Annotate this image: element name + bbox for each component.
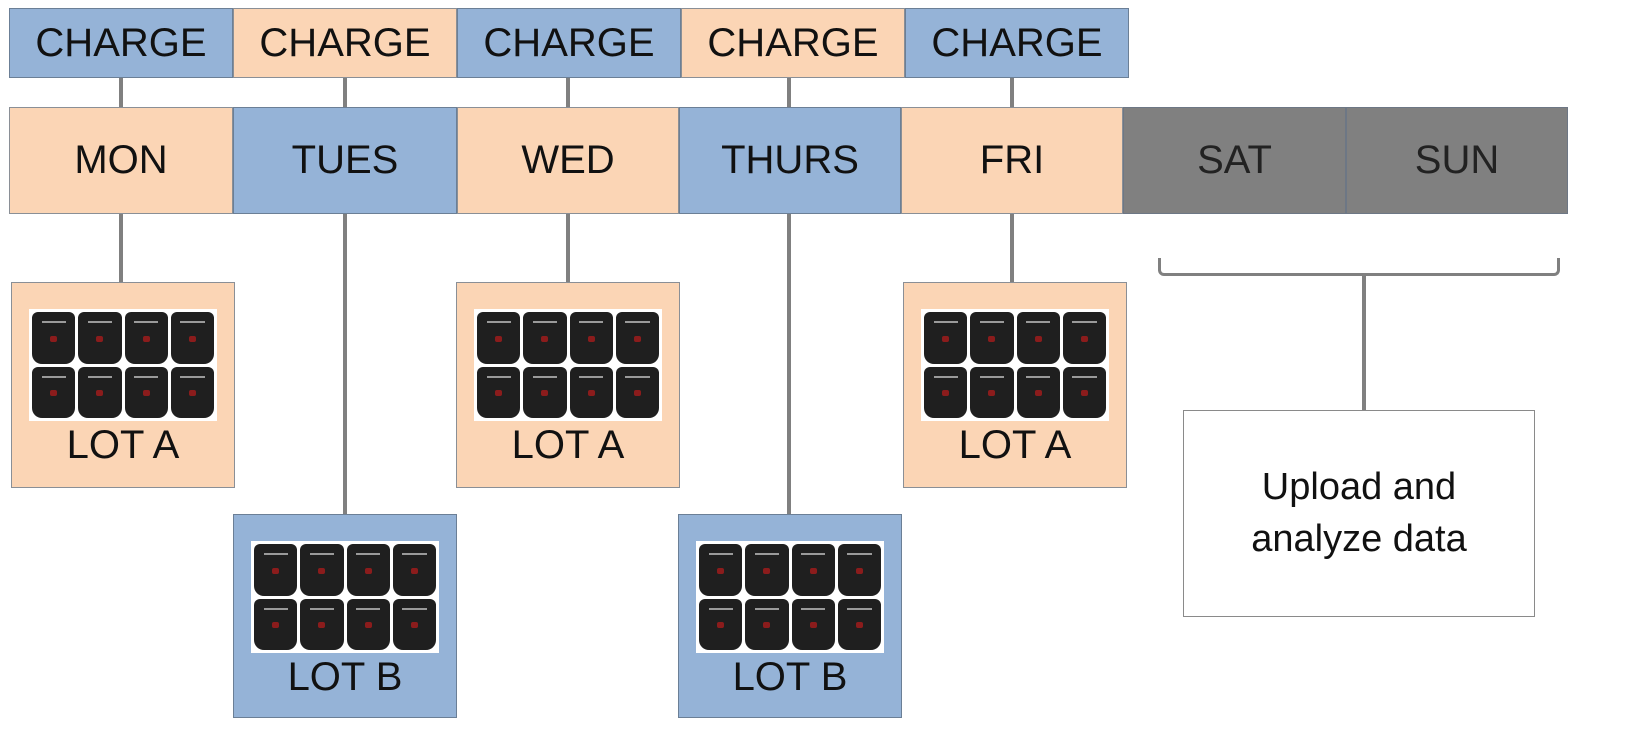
charge-box-wed: CHARGE [457,8,681,78]
lot-label: LOT A [66,423,180,467]
device-icon [124,312,168,364]
device-icon [346,598,390,650]
device-icon [78,312,122,364]
device-icon [170,312,214,364]
device-icon [254,544,298,596]
device-grid [921,309,1109,421]
device-icon [837,598,881,650]
connector-line [787,78,791,107]
device-icon [254,598,298,650]
lot-box-tues: LOT B [233,514,457,718]
day-box-sun: SUN [1346,107,1568,214]
device-icon [1016,312,1060,364]
device-icon [32,312,76,364]
weekend-task-line-2: analyze data [1251,517,1467,560]
connector-line [566,214,570,282]
lot-box-fri: LOT A [903,282,1127,488]
day-box-sat: SAT [1123,107,1346,214]
day-box-wed: WED [457,107,679,214]
day-box-tues: TUES [233,107,457,214]
device-icon [924,312,968,364]
device-icon [477,366,521,418]
lot-label: LOT B [732,655,848,699]
device-icon [477,312,521,364]
device-grid [29,309,217,421]
device-icon [970,312,1014,364]
device-icon [745,544,789,596]
device-icon [346,544,390,596]
connector-line [119,78,123,107]
device-icon [392,544,436,596]
lot-box-wed: LOT A [456,282,680,488]
connector-line [343,78,347,107]
lot-box-thurs: LOT B [678,514,902,718]
charge-box-thurs: CHARGE [681,8,905,78]
lot-label: LOT B [287,655,403,699]
device-icon [300,544,344,596]
lot-label: LOT A [511,423,625,467]
lot-label: LOT A [958,423,1072,467]
day-box-thurs: THURS [679,107,901,214]
connector-line [119,214,123,282]
device-grid [474,309,662,421]
charge-box-tues: CHARGE [233,8,457,78]
connector-line [566,78,570,107]
device-icon [1062,366,1106,418]
device-icon [745,598,789,650]
device-icon [523,366,567,418]
connector-line [1010,78,1014,107]
device-icon [699,598,743,650]
connector-line [1010,214,1014,282]
device-icon [837,544,881,596]
device-icon [78,366,122,418]
weekend-task-box: Upload and analyze data [1183,410,1535,617]
device-icon [970,366,1014,418]
device-icon [392,598,436,650]
device-icon [170,366,214,418]
device-icon [1016,366,1060,418]
device-grid [696,541,884,653]
device-icon [300,598,344,650]
weekend-task-line-1: Upload and [1261,466,1457,509]
device-icon [32,366,76,418]
day-box-mon: MON [9,107,233,214]
connector-line [787,214,791,514]
device-icon [791,598,835,650]
connector-line [343,214,347,514]
device-grid [251,541,439,653]
device-icon [1062,312,1106,364]
device-icon [699,544,743,596]
weekend-bracket [1158,258,1560,276]
device-icon [791,544,835,596]
device-icon [615,312,659,364]
lot-box-mon: LOT A [11,282,235,488]
day-box-fri: FRI [901,107,1123,214]
connector-line [1362,276,1366,410]
device-icon [523,312,567,364]
device-icon [569,366,613,418]
device-icon [569,312,613,364]
charge-box-fri: CHARGE [905,8,1129,78]
device-icon [924,366,968,418]
charge-box-mon: CHARGE [9,8,233,78]
device-icon [615,366,659,418]
device-icon [124,366,168,418]
